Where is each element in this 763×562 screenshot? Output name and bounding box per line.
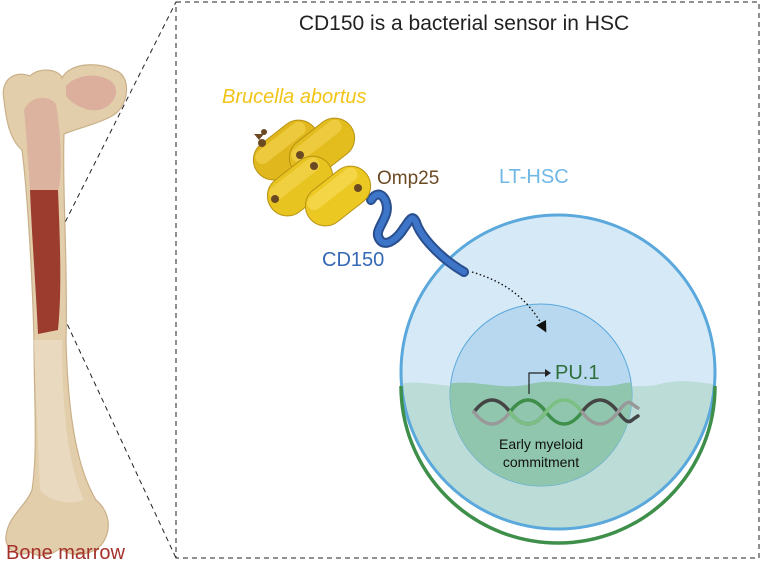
dna-helix	[472, 398, 640, 426]
promoter-arrow-head	[545, 369, 551, 377]
bacterium-rod	[304, 165, 372, 227]
bacterium-rod-highlight	[255, 121, 306, 165]
femur-lower-cavity	[34, 340, 84, 503]
cd150-receptor-body	[368, 191, 467, 275]
bacterium-rod-highlight	[291, 119, 342, 163]
bacterium-rod-highlight	[307, 167, 358, 211]
zoom-line-bottom	[55, 299, 177, 559]
omp25-protein	[258, 139, 266, 147]
dna-strand-d	[580, 400, 640, 426]
femur-head-spongy	[66, 75, 117, 111]
marrow-region	[30, 190, 61, 334]
femur-inner-cavity	[24, 97, 61, 190]
outcome-label-line1: Early myeloid	[499, 436, 583, 452]
gene-label: PU.1	[555, 362, 599, 384]
bacterium-rod-highlight	[269, 157, 320, 201]
omp25-protein	[296, 151, 304, 159]
cell-membrane-top	[399, 213, 717, 531]
brucella-bacteria	[252, 117, 372, 227]
bacterium-label: Brucella abortus	[222, 86, 367, 108]
cd150-receptor	[366, 189, 469, 277]
zoom-panel-border	[175, 1, 760, 559]
omp25-proteins	[254, 129, 362, 203]
promoter-arrow	[528, 372, 545, 394]
cell-membrane-bottom	[399, 385, 717, 545]
dna-gene-strand-b	[508, 398, 584, 426]
outcome-label-line2: commitment	[503, 454, 579, 470]
ligand-label: Omp25	[377, 168, 439, 189]
diagram-title: CD150 is a bacterial sensor in HSC	[299, 12, 629, 35]
tissue-label: Bone marrow	[6, 542, 125, 562]
omp25-protein	[261, 129, 267, 135]
lt-hsc-cell	[399, 213, 717, 545]
femur-bone	[2, 64, 128, 557]
cell-label: LT-HSC	[499, 166, 569, 188]
receptor-label: CD150	[322, 249, 384, 271]
omp25-protein	[354, 184, 362, 192]
omp25-protein	[310, 162, 318, 170]
omp25-protein	[254, 134, 264, 146]
omp25-protein	[271, 195, 279, 203]
